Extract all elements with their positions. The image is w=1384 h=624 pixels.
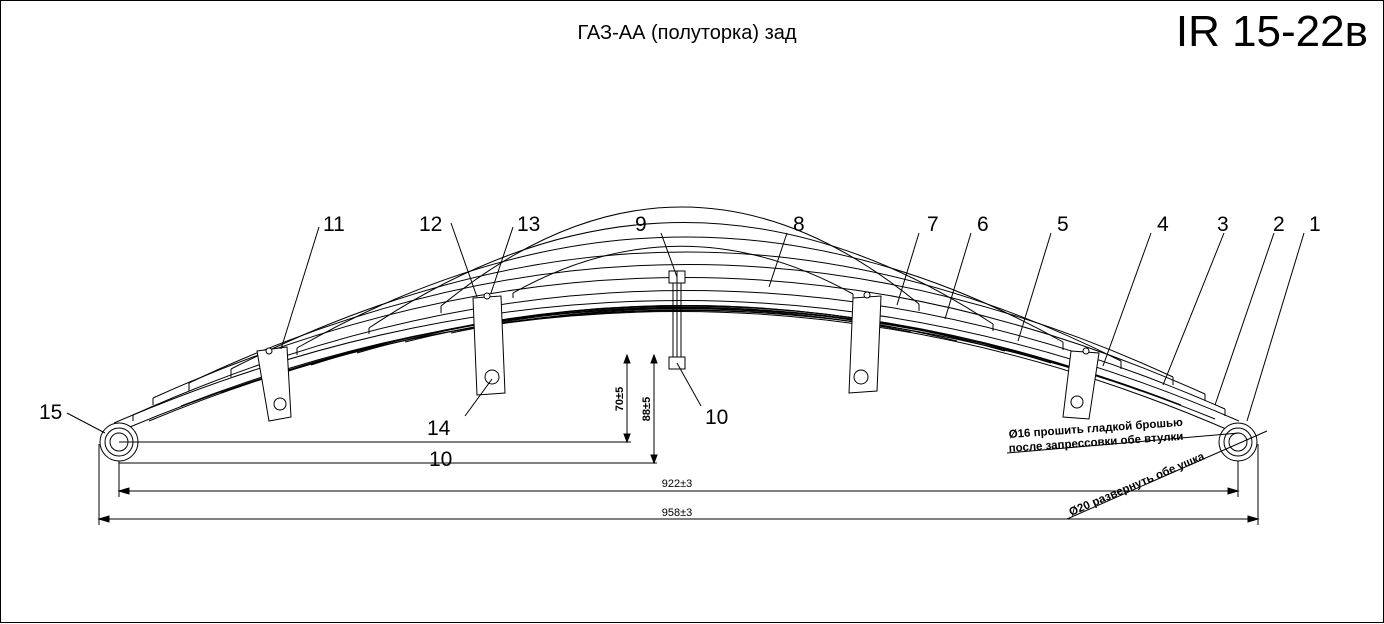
leaf-steps-left [132, 293, 514, 421]
dim-height-88: 88±5 [641, 397, 653, 421]
leaf-8-outline [440, 206, 920, 307]
leaf-steps-right [852, 294, 1226, 416]
callout-leaders [66, 222, 1305, 434]
clamp-left-inner [472, 292, 506, 396]
callout-12: 12 [419, 213, 442, 236]
clamps [256, 291, 1100, 422]
clamp-left-outer [256, 346, 292, 422]
callout-8: 8 [793, 213, 805, 236]
callout-6: 6 [977, 213, 989, 236]
center-bolt [668, 270, 686, 370]
leaf-9-outline [512, 245, 854, 295]
callout-2: 2 [1273, 213, 1285, 236]
clamp-right-inner [848, 291, 882, 394]
callout-14: 14 [427, 417, 451, 440]
callout-10-lower: 10 [429, 448, 452, 471]
callout-9: 9 [635, 213, 647, 236]
clamp-right-outer [1062, 347, 1100, 420]
drawing-title: ГАЗ-АА (полуторка) зад [577, 22, 796, 44]
leaf-4-outline [188, 264, 1174, 384]
dim-height-70: 70±5 [614, 387, 626, 411]
callout-1: 1 [1309, 213, 1321, 236]
dim-inner-length: 922±3 [662, 478, 693, 490]
drawing-code: IR 15-22в [1176, 7, 1368, 56]
dim-outer-length: 958±3 [662, 507, 693, 519]
callout-5: 5 [1057, 213, 1069, 236]
leaf-3-outline [152, 277, 1206, 399]
note-eye-ream: Ø20 развернуть обе ушка [1067, 451, 1206, 519]
callout-7: 7 [927, 213, 939, 236]
callout-3: 3 [1217, 213, 1229, 236]
leaf-2-outline [132, 290, 1226, 416]
callout-15: 15 [39, 401, 62, 424]
callout-13: 13 [517, 213, 540, 236]
leaf-7-outline [368, 222, 994, 329]
right-eye [1218, 422, 1258, 462]
dimension-lines [97, 353, 1268, 525]
callout-11: 11 [323, 213, 345, 236]
callout-4: 4 [1157, 213, 1169, 236]
leaf-6-outline [296, 236, 1064, 349]
callout-10-bolt: 10 [705, 406, 728, 429]
